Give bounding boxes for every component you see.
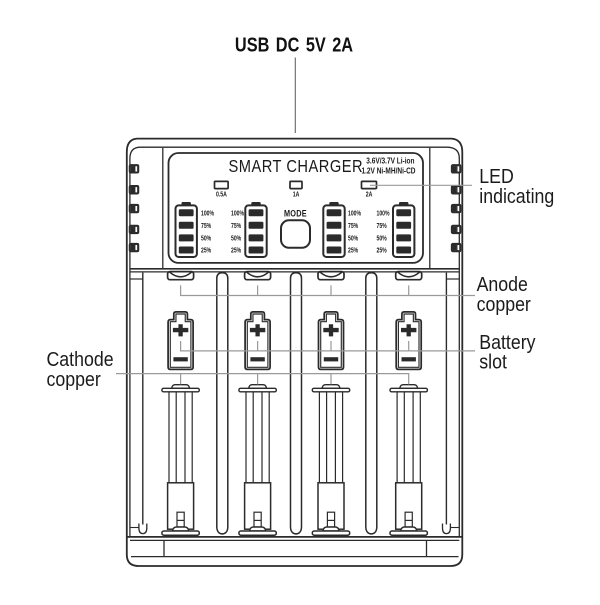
svg-text:0.5A: 0.5A xyxy=(216,191,227,199)
svg-text:75%: 75% xyxy=(348,222,359,230)
svg-text:1.2V Ni-MH/Ni-CD: 1.2V Ni-MH/Ni-CD xyxy=(361,166,415,176)
svg-text:75%: 75% xyxy=(201,222,212,230)
svg-text:75%: 75% xyxy=(377,222,388,230)
svg-text:50%: 50% xyxy=(231,235,242,243)
svg-text:MODE: MODE xyxy=(284,207,307,218)
svg-text:SMART CHARGER: SMART CHARGER xyxy=(228,157,363,177)
svg-text:100%: 100% xyxy=(231,210,245,218)
svg-text:50%: 50% xyxy=(348,235,359,243)
svg-text:copper: copper xyxy=(47,369,102,391)
svg-text:25%: 25% xyxy=(348,247,359,255)
svg-text:100%: 100% xyxy=(377,210,391,218)
svg-text:75%: 75% xyxy=(231,222,242,230)
svg-text:100%: 100% xyxy=(348,210,362,218)
svg-text:2A: 2A xyxy=(366,191,373,199)
svg-text:25%: 25% xyxy=(201,247,212,255)
svg-text:slot: slot xyxy=(479,352,507,374)
svg-text:100%: 100% xyxy=(201,210,215,218)
svg-text:25%: 25% xyxy=(377,247,388,255)
svg-text:50%: 50% xyxy=(377,235,388,243)
svg-text:Battery: Battery xyxy=(479,332,536,354)
svg-text:25%: 25% xyxy=(231,247,242,255)
svg-text:1A: 1A xyxy=(293,191,300,199)
svg-text:3.6V/3.7V Li-ion: 3.6V/3.7V Li-ion xyxy=(366,156,415,166)
svg-text:Cathode: Cathode xyxy=(47,349,114,371)
svg-text:LED: LED xyxy=(479,166,514,188)
svg-text:copper: copper xyxy=(477,294,532,316)
svg-text:50%: 50% xyxy=(201,235,212,243)
svg-text:Anode: Anode xyxy=(477,274,528,296)
svg-text:USB DC 5V 2A: USB DC 5V 2A xyxy=(235,33,353,56)
svg-text:indicating: indicating xyxy=(479,186,554,208)
